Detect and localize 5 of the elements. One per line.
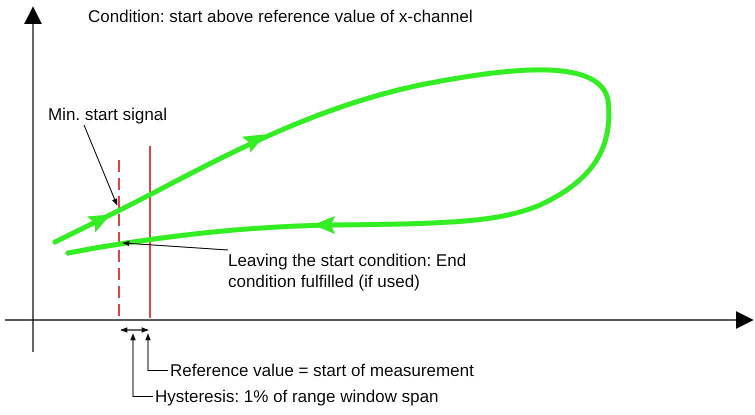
dimension-arrow [120,327,149,333]
leader-line [130,333,154,397]
leader-line [84,124,118,206]
leader-line [122,240,228,250]
leader-line [145,333,168,371]
